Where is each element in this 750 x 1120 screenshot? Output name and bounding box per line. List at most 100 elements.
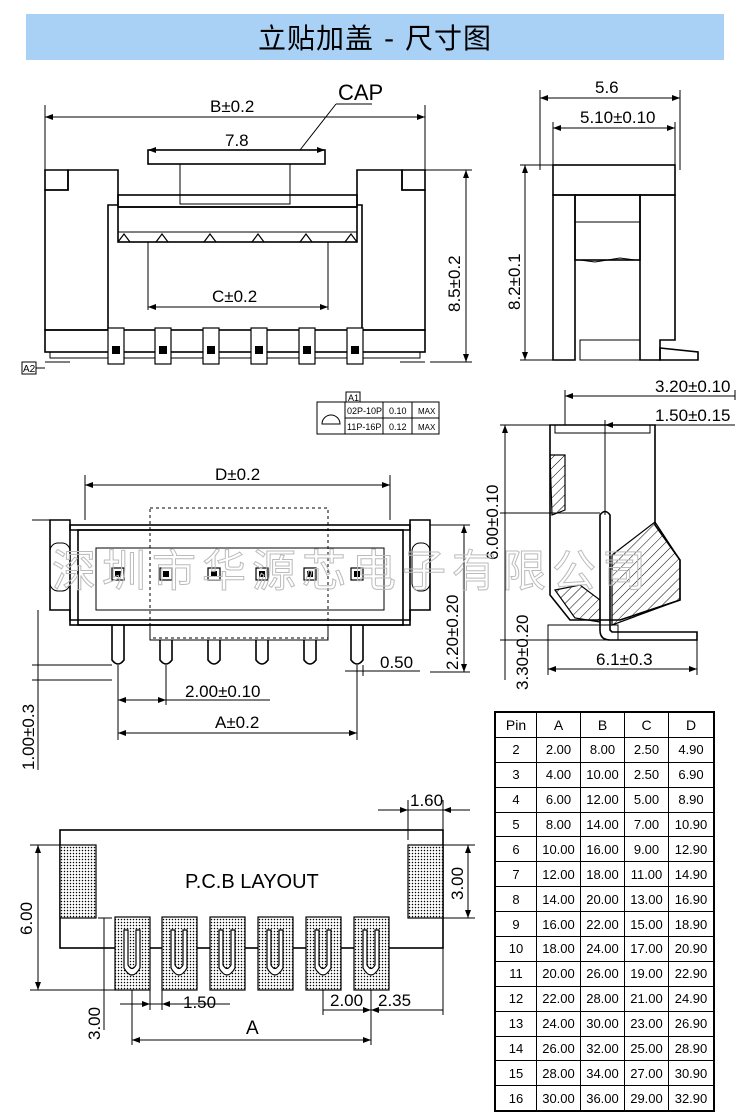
cell: 12.90 bbox=[668, 836, 715, 863]
cell: 18.00 bbox=[536, 936, 581, 962]
pcb-layout: 1.60 P.C.B LAYOUT 3.00 bbox=[17, 791, 475, 1045]
cell: 12.00 bbox=[536, 861, 581, 888]
cell: 32.90 bbox=[668, 1085, 715, 1112]
cell: 30.90 bbox=[668, 1060, 715, 1087]
a1-note: A1 02P-10P 0.10 MAX 11P-16P 0.12 MAX bbox=[316, 391, 440, 435]
cell: 20.00 bbox=[580, 886, 625, 913]
cell: 16.00 bbox=[580, 836, 625, 863]
note-r1b: 0.10 bbox=[389, 406, 407, 416]
table-header-row: Pin A B C D bbox=[494, 711, 715, 738]
w150-label: 1.50 bbox=[183, 993, 216, 1012]
cell: 30.00 bbox=[580, 1010, 625, 1037]
w61-label: 6.1±0.3 bbox=[596, 650, 653, 669]
h85-label: 8.5±0.2 bbox=[445, 255, 464, 312]
d-dim-label: D±0.2 bbox=[215, 465, 260, 484]
w200-label: 2.00 bbox=[330, 991, 363, 1010]
h330-label: 3.30±0.20 bbox=[513, 614, 532, 690]
cell: 24.00 bbox=[580, 936, 625, 962]
c-dim-label: C±0.2 bbox=[212, 287, 257, 306]
cell: 16.90 bbox=[668, 886, 715, 913]
cell: 7 bbox=[494, 861, 537, 888]
page-title: 立贴加盖 - 尺寸图 bbox=[258, 22, 492, 55]
cell: 5.00 bbox=[624, 786, 669, 813]
cell: 2.00 bbox=[536, 736, 581, 763]
cell: 28.00 bbox=[536, 1060, 581, 1087]
cell: 7.00 bbox=[624, 811, 669, 838]
cell: 24.90 bbox=[668, 985, 715, 1012]
cell: 32.00 bbox=[580, 1035, 625, 1062]
w235-label: 2.35 bbox=[378, 991, 411, 1010]
h600-label: 6.00 bbox=[17, 902, 36, 935]
cell: 23.00 bbox=[624, 1010, 669, 1037]
cell: 9 bbox=[494, 911, 537, 938]
col-header-b: B bbox=[580, 711, 625, 738]
cell: 4 bbox=[494, 786, 537, 813]
cell: 8.90 bbox=[668, 786, 715, 813]
w510-label: 5.10±0.10 bbox=[580, 108, 656, 127]
cell: 10.90 bbox=[668, 811, 715, 838]
title-bar: 立贴加盖 - 尺寸图 bbox=[26, 14, 724, 60]
col-header-d: D bbox=[668, 711, 715, 738]
cell: 26.00 bbox=[580, 960, 625, 987]
bottom-view: D±0.2 bbox=[19, 465, 470, 770]
cell: 9.00 bbox=[624, 836, 669, 863]
cell: 4.90 bbox=[668, 736, 715, 763]
cell: 8.00 bbox=[580, 736, 625, 763]
cell: 26.00 bbox=[536, 1035, 581, 1062]
cell: 14.00 bbox=[580, 811, 625, 838]
note-r1a: 02P-10P bbox=[347, 406, 382, 416]
pcb-title: P.C.B LAYOUT bbox=[185, 871, 319, 893]
cell: 20.90 bbox=[668, 936, 715, 962]
cell: 2.50 bbox=[624, 761, 669, 788]
cell: 12 bbox=[494, 985, 537, 1012]
cell: 24.00 bbox=[536, 1010, 581, 1037]
cell: 15 bbox=[494, 1060, 537, 1087]
a2-label: A2 bbox=[23, 364, 36, 375]
a-dim-label: A±0.2 bbox=[215, 713, 259, 732]
cell: 13 bbox=[494, 1010, 537, 1037]
w78-label: 7.8 bbox=[225, 131, 249, 150]
cell: 14.90 bbox=[668, 861, 715, 888]
cell: 14.00 bbox=[536, 886, 581, 913]
p200-label: 2.00±0.10 bbox=[185, 682, 261, 701]
cell: 21.00 bbox=[624, 985, 669, 1012]
cell: 14 bbox=[494, 1035, 537, 1062]
cell: 22.00 bbox=[536, 985, 581, 1012]
cell: 17.00 bbox=[624, 936, 669, 962]
note-r1c: MAX bbox=[418, 407, 436, 416]
h300r-label: 3.00 bbox=[448, 867, 467, 900]
cell: 25.00 bbox=[624, 1035, 669, 1062]
cell: 10 bbox=[494, 936, 537, 962]
cell: 6.00 bbox=[536, 786, 581, 813]
w050-label: 0.50 bbox=[380, 653, 413, 672]
cell: 5 bbox=[494, 811, 537, 838]
cell: 34.00 bbox=[580, 1060, 625, 1087]
cell: 30.00 bbox=[536, 1085, 581, 1112]
b-dim-label: B±0.2 bbox=[210, 97, 254, 116]
note-r2b: 0.12 bbox=[389, 422, 407, 432]
note-r2c: MAX bbox=[418, 423, 436, 432]
w56-label: 5.6 bbox=[595, 78, 619, 97]
h300l-label: 3.00 bbox=[85, 1007, 104, 1040]
h100-label: 1.00±0.3 bbox=[19, 704, 38, 770]
cell: 22.00 bbox=[580, 911, 625, 938]
cell: 16 bbox=[494, 1085, 537, 1112]
cell: 28.00 bbox=[580, 985, 625, 1012]
cell: 19.00 bbox=[624, 960, 669, 987]
cell: 16.00 bbox=[536, 911, 581, 938]
cell: 28.90 bbox=[668, 1035, 715, 1062]
